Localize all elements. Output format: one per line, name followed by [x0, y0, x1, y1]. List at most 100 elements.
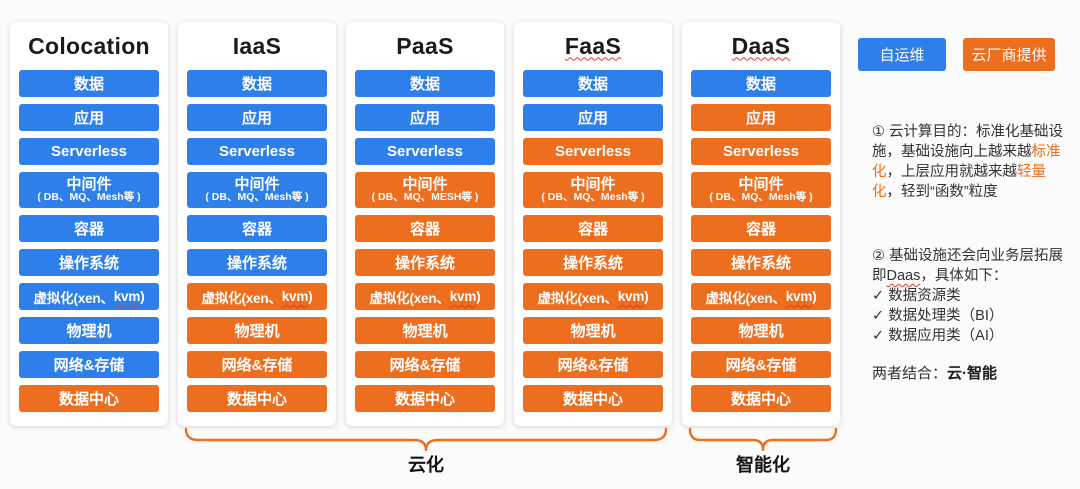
virtualization-kvm: kvm	[281, 289, 309, 304]
layer-virtualization: 虚拟化(xen、kvm)	[691, 283, 831, 310]
list-item-label: 数据应用类（AI）	[888, 328, 1004, 344]
layer-physical-machine: 物理机	[691, 317, 831, 344]
note-daas-expansion: ② 基础设施还会向业务层拓展即Daas，具体如下： ✓ 数据资源类 ✓ 数据处理…	[872, 246, 1074, 346]
layer-datacenter: 数据中心	[523, 385, 663, 412]
layer-container: 容器	[355, 215, 495, 242]
layer-os: 操作系统	[187, 249, 327, 276]
middleware-label: 中间件	[738, 175, 784, 193]
note1-text: ① 云计算目的：标准化基础设施，基础设施向上越来越	[872, 124, 1064, 160]
middleware-sublabel: ( DB、MQ、MESH等 )	[371, 191, 479, 204]
column-faas: FaaS 数据 应用 Serverless 中间件 ( DB、MQ、Mesh等 …	[514, 22, 672, 426]
check-icon: ✓	[872, 308, 885, 324]
layer-physical-machine: 物理机	[523, 317, 663, 344]
combination-prefix: 两者结合：	[872, 365, 948, 382]
middleware-sublabel: ( DB、MQ、Mesh等 )	[205, 191, 309, 204]
virtualization-label: 虚拟化(xen、	[33, 290, 114, 306]
virtualization-label-end: )	[308, 289, 313, 304]
note1-highlight-standardized: 标准化	[872, 144, 1061, 180]
layer-os: 操作系统	[19, 249, 159, 276]
layer-serverless: Serverless	[19, 138, 159, 165]
layer-datacenter: 数据中心	[691, 385, 831, 412]
column-daas: DaaS 数据 应用 Serverless 中间件 ( DB、MQ、Mesh等 …	[682, 22, 840, 426]
layer-network-storage: 网络&存储	[355, 351, 495, 378]
virtualization-label-end: )	[140, 289, 145, 304]
column-paas: PaaS 数据 应用 Serverless 中间件 ( DB、MQ、MESH等 …	[346, 22, 504, 426]
layer-container: 容器	[19, 215, 159, 242]
layer-physical-machine: 物理机	[355, 317, 495, 344]
middleware-label: 中间件	[570, 175, 616, 193]
layer-data: 数据	[523, 70, 663, 97]
layer-stack: 数据 应用 Serverless 中间件 ( DB、MQ、Mesh等 ) 容器 …	[691, 70, 831, 412]
layer-serverless: Serverless	[187, 138, 327, 165]
column-title-daas: DaaS	[691, 22, 831, 70]
list-item-label: 数据处理类（BI）	[888, 308, 1004, 324]
layer-data: 数据	[19, 70, 159, 97]
virtualization-label-end: )	[644, 289, 649, 304]
legend-vendor-provided: 云厂商提供	[963, 38, 1055, 71]
layer-middleware: 中间件 ( DB、MQ、Mesh等 )	[19, 172, 159, 208]
layer-physical-machine: 物理机	[19, 317, 159, 344]
layer-stack: 数据 应用 Serverless 中间件 ( DB、MQ、Mesh等 ) 容器 …	[523, 70, 663, 412]
layer-network-storage: 网络&存储	[187, 351, 327, 378]
virtualization-kvm: kvm	[449, 289, 477, 304]
middleware-label: 中间件	[66, 175, 112, 193]
column-title-faas: FaaS	[523, 22, 663, 70]
note1-text: ，轻到“函数”粒度	[886, 184, 998, 200]
layer-os: 操作系统	[523, 249, 663, 276]
layer-app: 应用	[355, 104, 495, 131]
layer-stack: 数据 应用 Serverless 中间件 ( DB、MQ、Mesh等 ) 容器 …	[19, 70, 159, 412]
layer-virtualization: 虚拟化(xen、kvm)	[523, 283, 663, 310]
legend-self-ops: 自运维	[858, 38, 946, 71]
layer-middleware: 中间件 ( DB、MQ、Mesh等 )	[691, 172, 831, 208]
virtualization-kvm: kvm	[785, 289, 813, 304]
combination-term: 云·智能	[947, 365, 998, 382]
layer-network-storage: 网络&存储	[691, 351, 831, 378]
list-item-data-processing: ✓ 数据处理类（BI）	[872, 306, 1074, 326]
layer-datacenter: 数据中心	[355, 385, 495, 412]
layer-network-storage: 网络&存储	[19, 351, 159, 378]
note2-intro: ② 基础设施还会向业务层拓展即Daas，具体如下：	[872, 246, 1074, 286]
check-icon: ✓	[872, 288, 885, 304]
virtualization-label: 虚拟化(xen、	[537, 290, 618, 306]
layer-serverless: Serverless	[523, 138, 663, 165]
middleware-label: 中间件	[402, 175, 448, 193]
note2-daas-word: Daas	[886, 268, 921, 284]
virtualization-label-end: )	[812, 289, 817, 304]
virtualization-label: 虚拟化(xen、	[705, 290, 786, 306]
layer-os: 操作系统	[355, 249, 495, 276]
virtualization-label: 虚拟化(xen、	[201, 290, 282, 306]
layer-serverless: Serverless	[355, 138, 495, 165]
layer-stack: 数据 应用 Serverless 中间件 ( DB、MQ、MESH等 ) 容器 …	[355, 70, 495, 412]
layer-app: 应用	[523, 104, 663, 131]
column-title-text: DaaS	[731, 32, 791, 59]
column-title-paas: PaaS	[396, 32, 454, 59]
column-title-text: FaaS	[564, 32, 622, 59]
brace-label-intelligentization: 智能化	[736, 455, 790, 475]
layer-data: 数据	[691, 70, 831, 97]
layer-app: 应用	[691, 104, 831, 131]
layer-app: 应用	[187, 104, 327, 131]
list-item-data-application: ✓ 数据应用类（AI）	[872, 326, 1074, 346]
layer-middleware: 中间件 ( DB、MQ、Mesh等 )	[187, 172, 327, 208]
middleware-sublabel: ( DB、MQ、Mesh等 )	[37, 191, 141, 204]
virtualization-kvm: kvm	[617, 289, 645, 304]
layer-middleware: 中间件 ( DB、MQ、Mesh等 )	[523, 172, 663, 208]
check-icon: ✓	[872, 328, 885, 344]
list-item-label: 数据资源类	[888, 288, 961, 304]
list-item-data-resource: ✓ 数据资源类	[872, 286, 1074, 306]
note1-highlight-lightweight: 轻量化	[872, 164, 1046, 200]
note-cloud-purpose: ① 云计算目的：标准化基础设施，基础设施向上越来越标准化，上层应用就越来越轻量化…	[872, 122, 1074, 202]
layer-container: 容器	[691, 215, 831, 242]
layer-middleware: 中间件 ( DB、MQ、MESH等 )	[355, 172, 495, 208]
column-iaas: IaaS 数据 应用 Serverless 中间件 ( DB、MQ、Mesh等 …	[178, 22, 336, 426]
layer-virtualization: 虚拟化(xen、kvm)	[355, 283, 495, 310]
brace-cloudification	[184, 427, 668, 452]
layer-physical-machine: 物理机	[187, 317, 327, 344]
column-colocation: Colocation 数据 应用 Serverless 中间件 ( DB、MQ、…	[10, 22, 168, 426]
note2-text: ，具体如下：	[920, 268, 1008, 284]
brace-label-cloudification: 云化	[408, 455, 444, 475]
layer-container: 容器	[187, 215, 327, 242]
layer-app: 应用	[19, 104, 159, 131]
layer-virtualization: 虚拟化(xen、kvm)	[19, 283, 159, 310]
layer-stack: 数据 应用 Serverless 中间件 ( DB、MQ、Mesh等 ) 容器 …	[187, 70, 327, 412]
